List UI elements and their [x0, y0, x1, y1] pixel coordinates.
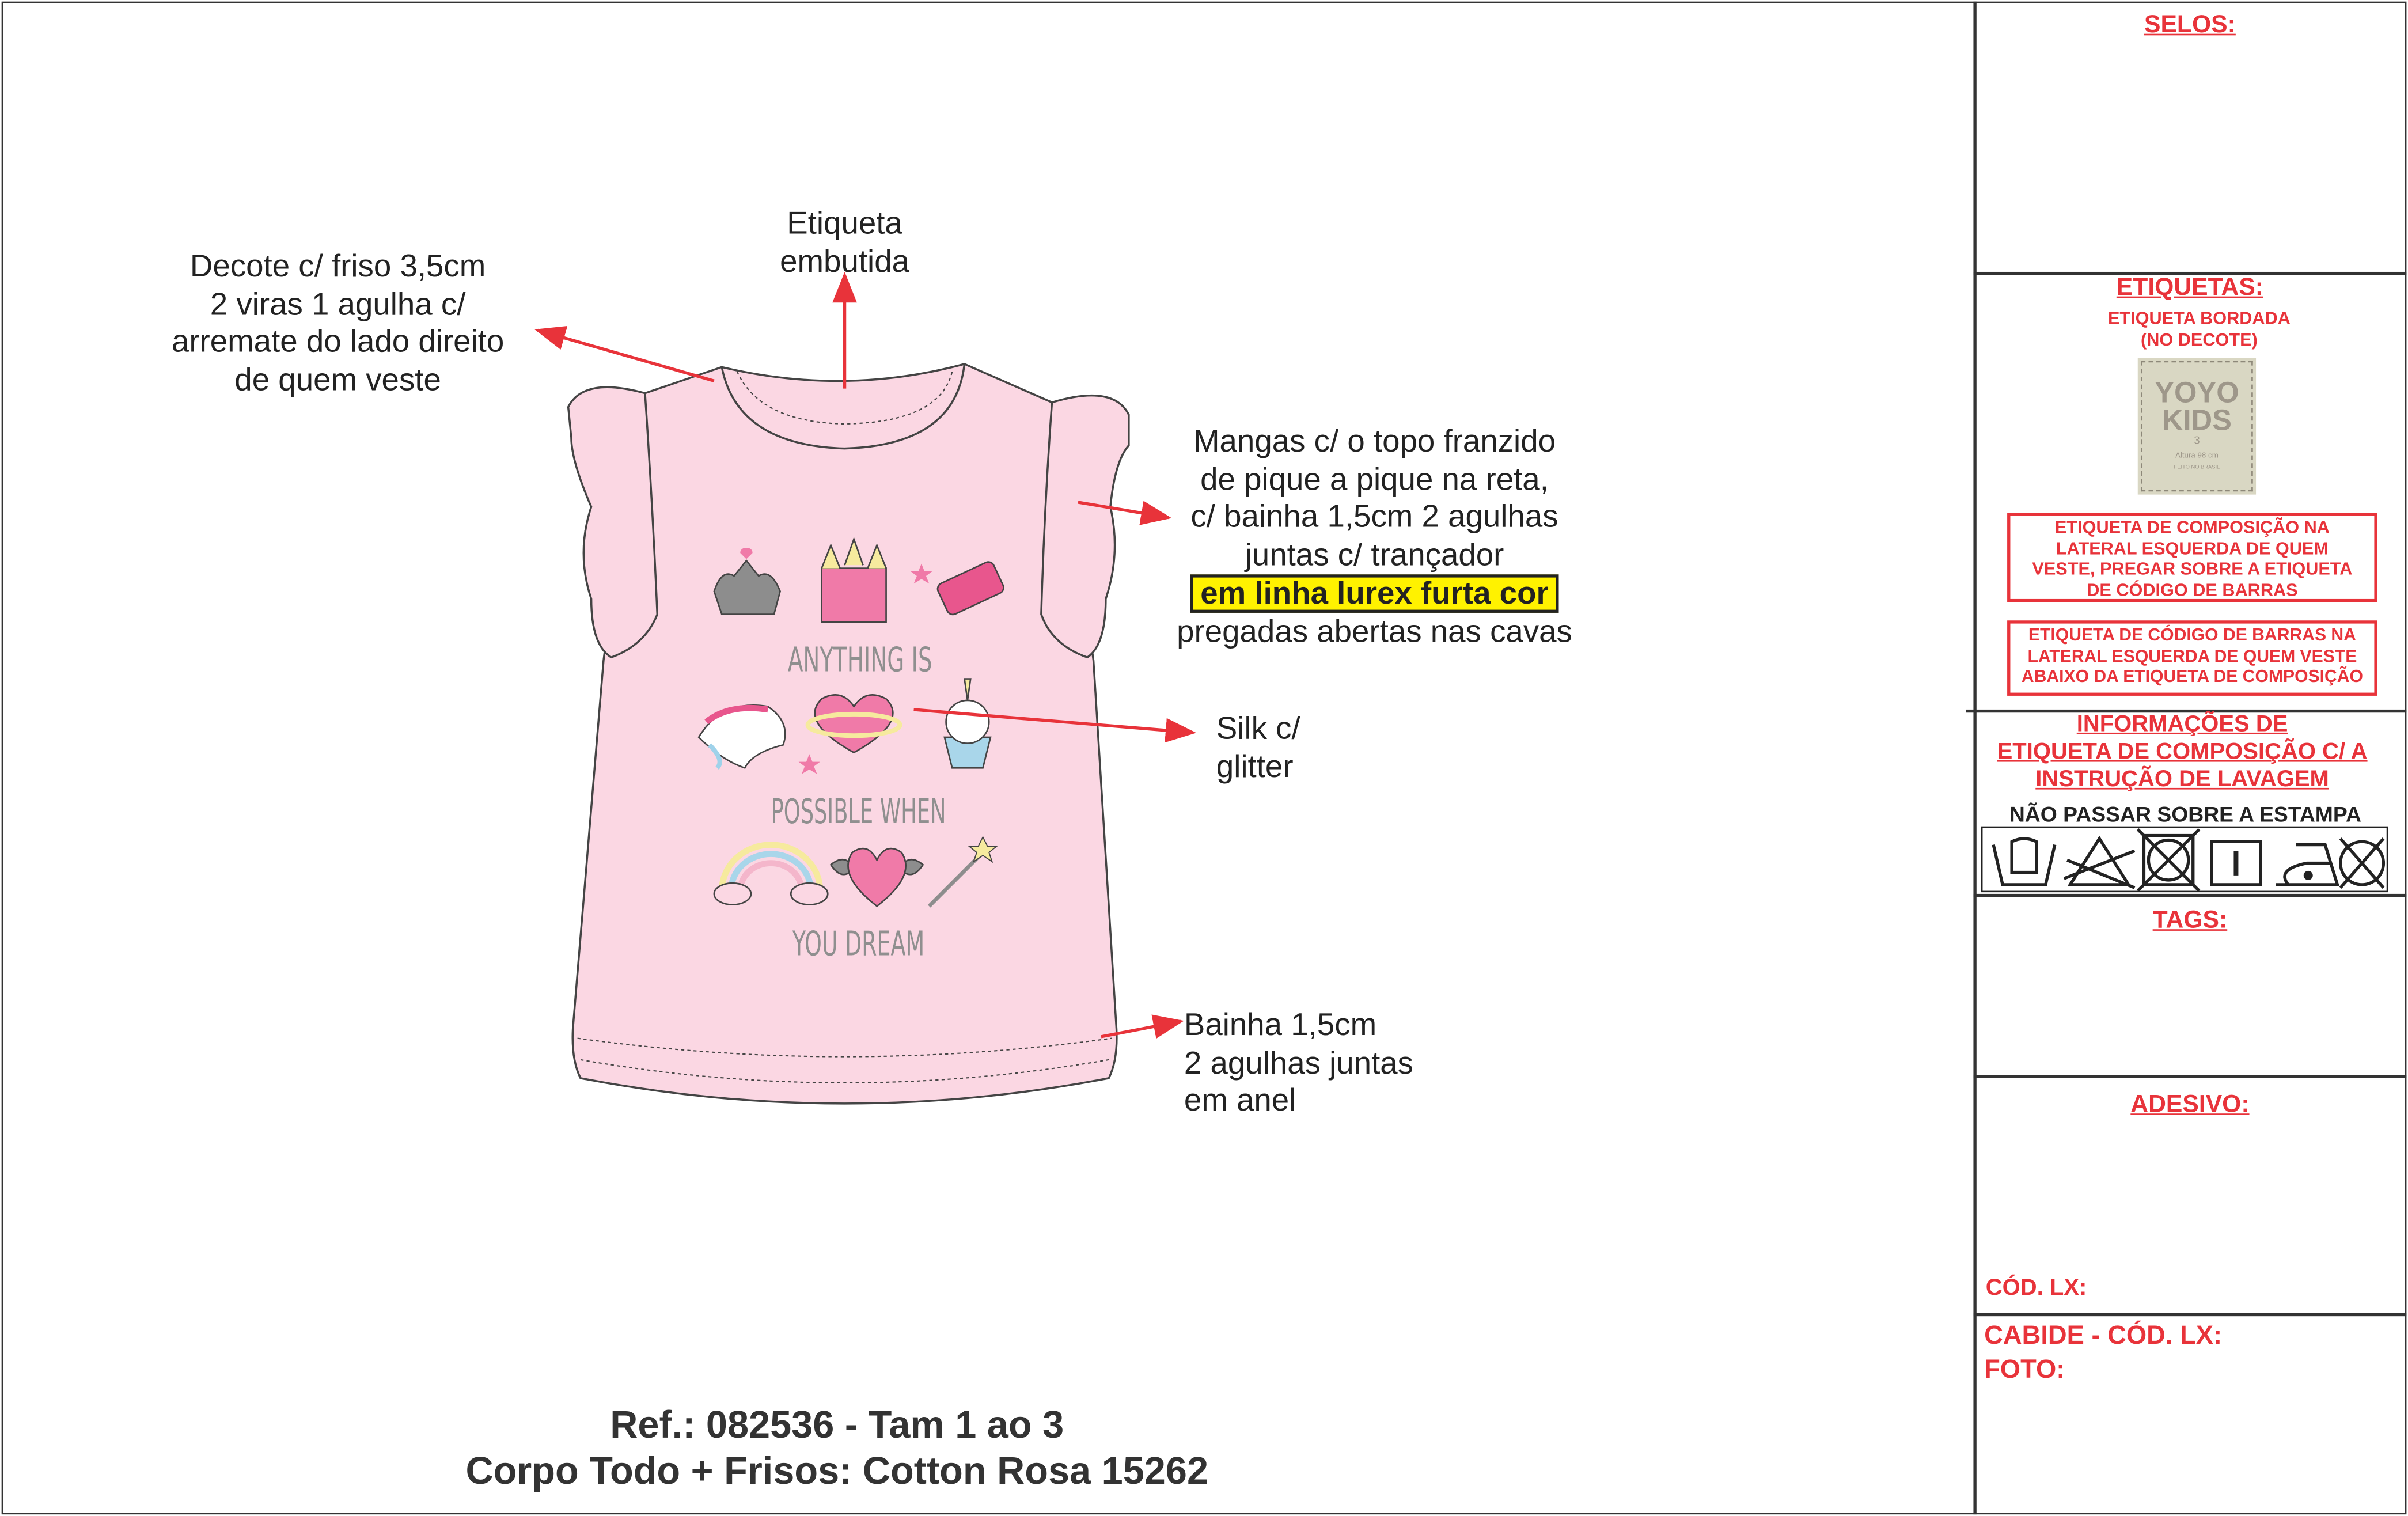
winged-heart-icon: [829, 847, 924, 907]
annotation-line: juntas c/ trançador: [1245, 536, 1504, 573]
divider: [1966, 709, 2407, 712]
care-symbols: [1981, 826, 2388, 893]
annotation-line: embutida: [780, 243, 910, 279]
annotation-line: Silk c/: [1216, 711, 1300, 746]
reference-line: Ref.: 082536 - Tam 1 ao 3: [610, 1404, 1064, 1447]
divider: [1973, 1313, 2407, 1316]
callout-arrows: [534, 271, 1197, 1039]
magic-wand-icon: [927, 836, 999, 908]
cod-lx-label: CÓD. LX:: [1985, 1275, 2087, 1301]
annotation-line: Decote c/ friso 3,5cm: [189, 248, 486, 285]
label-brand: KIDS: [2161, 405, 2232, 438]
annotation-decote: Decote c/ friso 3,5cm 2 viras 1 agulha c…: [123, 249, 553, 399]
cupcake-icon: [943, 678, 992, 769]
diary-icon: [936, 561, 1004, 616]
adesivo-title: ADESIVO:: [2130, 1091, 2250, 1119]
star-icon: [798, 754, 820, 774]
annotation-line: 2 agulhas juntas: [1184, 1045, 1414, 1081]
castle-icon: [821, 567, 887, 623]
label-brand: YOYO: [2155, 377, 2239, 410]
no-iron-warning: NÃO PASSAR SOBRE A ESTAMPA: [2009, 801, 2361, 827]
annotation-bainha: Bainha 1,5cm 2 agulhas juntas em anel: [1184, 1007, 1413, 1120]
annotation-line: 2 viras 1 agulha c/: [210, 286, 466, 322]
barcode-label-note: ETIQUETA DE CÓDIGO DE BARRAS NA LATERAL …: [2007, 620, 2377, 696]
selos-title: SELOS:: [2144, 12, 2236, 39]
annotation-line: de pique a pique na reta,: [1200, 461, 1549, 497]
composition-label-note: ETIQUETA DE COMPOSIÇÃO NA LATERAL ESQUER…: [2007, 513, 2377, 602]
iron-low-icon: [2276, 843, 2340, 886]
print-text-line-3: YOU DREAM: [792, 924, 924, 964]
note-line: ETIQUETA BORDADA: [2107, 310, 2291, 329]
annotation-line: em anel: [1184, 1082, 1296, 1119]
unicorn-icon: [697, 704, 786, 770]
star-icon: [911, 563, 932, 584]
print-text-line-1: ANYTHING IS: [788, 640, 932, 679]
annotation-silk: Silk c/ glitter: [1216, 711, 1300, 787]
informacoes-title: INFORMAÇÕES DE ETIQUETA DE COMPOSIÇÃO C/…: [1975, 711, 2390, 794]
arrow-mangas: [1078, 501, 1172, 525]
rainbow-icon: [713, 842, 829, 905]
panel-divider: [1973, 1, 1976, 1515]
etiquetas-title: ETIQUETAS:: [2116, 275, 2264, 301]
arrow-silk: [913, 708, 1197, 743]
annotation-line: glitter: [1216, 748, 1294, 784]
heart-icon: [740, 548, 753, 559]
label-size: 3: [2194, 436, 2200, 447]
annotation-line: de quem veste: [234, 361, 441, 397]
arrow-decote: [534, 326, 715, 382]
fabric-line: Corpo Todo + Frisos: Cotton Rosa 15262: [465, 1450, 1209, 1493]
divider: [1973, 893, 2407, 896]
note-line: (NO DECOTE): [2141, 331, 2258, 350]
no-bleach-icon: [2063, 835, 2136, 889]
title-line: INFORMAÇÕES DE: [2076, 711, 2288, 737]
title-line: INSTRUÇÃO DE LAVAGEM: [2035, 766, 2329, 793]
no-dry-clean-icon: [2339, 837, 2386, 889]
annotation-line: Mangas c/ o topo franzido: [1193, 423, 1556, 460]
annotation-line: c/ bainha 1,5cm 2 agulhas: [1190, 499, 1558, 535]
annotation-line: Etiqueta: [787, 206, 902, 241]
annotation-line: arremate do lado direito: [171, 324, 505, 359]
arrow-bainha: [1101, 1014, 1184, 1039]
print-artwork: ANYTHING IS POSSIBLE WHEN YOU DREAM: [697, 536, 1004, 964]
divider: [1973, 1075, 2407, 1078]
brand-label-image: YOYO KIDS 3 Altura 98 cm FEITO NO BRASIL: [2137, 358, 2257, 495]
annotation-line: pregadas abertas nas cavas: [1177, 613, 1572, 649]
annotation-mangas: Mangas c/ o topo franzido de pique a piq…: [1144, 424, 1605, 651]
annotation-etiqueta: Etiqueta embutida: [722, 206, 968, 281]
crown-icon: [713, 559, 781, 615]
line-dry-icon: [2210, 840, 2262, 886]
label-height: Altura 98 cm: [2175, 451, 2219, 461]
garment-drawing: ANYTHING IS POSSIBLE WHEN YOU DREAM: [534, 271, 1197, 1105]
cabide-label: CABIDE - CÓD. LX:: [1984, 1321, 2223, 1350]
hand-wash-icon: [1992, 837, 2057, 886]
highlighted-note: em linha lurex furta cor: [1189, 574, 1560, 613]
no-tumble-dry-icon: [2136, 828, 2201, 892]
annotation-line: Bainha 1,5cm: [1184, 1007, 1377, 1043]
label-origin: FEITO NO BRASIL: [2174, 464, 2220, 470]
tags-title: TAGS:: [2152, 907, 2228, 934]
foto-label: FOTO:: [1984, 1354, 2065, 1384]
print-text-line-2: POSSIBLE WHEN: [771, 792, 946, 831]
etiqueta-bordada-note: ETIQUETA BORDADA (NO DECOTE): [1984, 310, 2408, 352]
title-line: ETIQUETA DE COMPOSIÇÃO C/ A: [1997, 738, 2368, 765]
divider: [1973, 271, 2407, 274]
